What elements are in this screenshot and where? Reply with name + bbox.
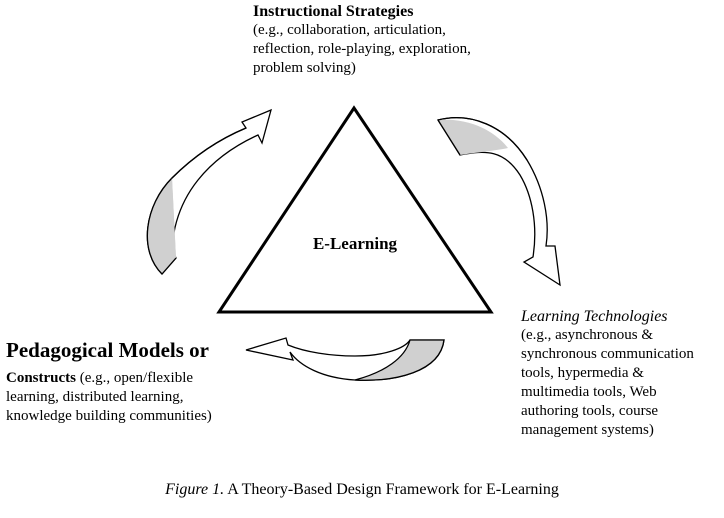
figure-caption-text: A Theory-Based Design Framework for E-Le…	[224, 481, 559, 498]
pedagogical-models-heading: Pedagogical Models or	[6, 338, 209, 362]
learning-technologies-line-3: tools, hypermedia &	[521, 365, 644, 381]
instructional-strategies-line-3: problem solving)	[253, 60, 356, 76]
pedagogical-models-line-1: Constructs (e.g., open/flexible	[6, 369, 266, 388]
pedagogical-models-line-2: learning, distributed learning,	[6, 389, 184, 405]
pedagogical-models-line-1-rest: (e.g., open/flexible	[76, 370, 194, 386]
learning-technologies-line-1: (e.g., asynchronous &	[521, 327, 654, 343]
left-cycle-arrow	[146, 108, 272, 275]
e-learning-triangle	[216, 105, 494, 314]
instructional-strategies-heading: Instructional Strategies	[253, 3, 414, 20]
figure-caption: Figure 1. A Theory-Based Design Framewor…	[0, 481, 724, 499]
instructional-strategies-block: Instructional Strategies (e.g., collabor…	[253, 2, 553, 78]
e-learning-label: E-Learning	[312, 234, 398, 253]
learning-technologies-line-2: synchronous communication	[521, 346, 694, 362]
figure-label: Figure 1.	[165, 481, 225, 498]
right-cycle-arrow	[436, 117, 561, 287]
learning-technologies-line-4: multimedia tools, Web	[521, 384, 657, 400]
bottom-cycle-arrow	[245, 337, 445, 381]
pedagogical-models-block: Pedagogical Models or Constructs (e.g., …	[6, 337, 266, 426]
learning-technologies-line-5: authoring tools, course	[521, 403, 659, 419]
instructional-strategies-line-1: (e.g., collaboration, articulation,	[253, 22, 446, 38]
learning-technologies-block: Learning Technologies (e.g., asynchronou…	[521, 307, 721, 440]
learning-technologies-line-6: management systems)	[521, 422, 654, 438]
pedagogical-models-line-3: knowledge building communities)	[6, 408, 212, 424]
pedagogical-models-subheading: Constructs	[6, 370, 76, 386]
learning-technologies-heading: Learning Technologies	[521, 308, 668, 325]
instructional-strategies-line-2: reflection, role-playing, exploration,	[253, 41, 471, 57]
